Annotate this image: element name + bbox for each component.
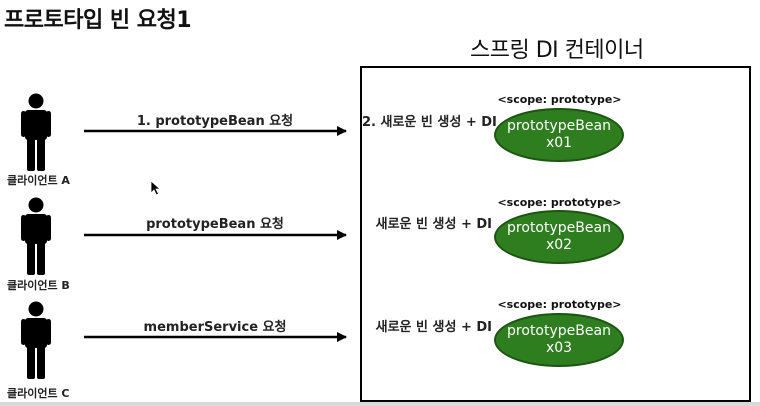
person-icon — [21, 301, 51, 379]
prototype-bean-node: prototypeBean x03 — [494, 313, 624, 367]
scope-label-a: <scope: prototype> — [497, 93, 622, 106]
bean-id: x01 — [545, 135, 573, 151]
bean-id: x02 — [545, 237, 573, 253]
container-label: 스프링 DI 컨테이너 — [470, 38, 644, 63]
prototype-bean-node: prototypeBean x02 — [494, 210, 624, 264]
bean-name: prototypeBean — [507, 118, 611, 134]
mouse-cursor-icon — [150, 180, 162, 196]
create-label-a: 2. 새로운 빈 생성 + DI — [362, 115, 497, 130]
create-label-c: 새로운 빈 생성 + DI — [375, 320, 492, 335]
person-icon — [21, 93, 51, 171]
client-label: 클라이언트 B — [7, 279, 70, 292]
bean-id: x03 — [545, 340, 573, 356]
slide-title: 프로토타입 빈 요청1 — [4, 8, 192, 33]
scope-label-c: <scope: prototype> — [497, 298, 622, 311]
request-label-c: memberService 요청 — [143, 320, 287, 335]
prototype-bean-node: prototypeBean x01 — [494, 108, 624, 162]
client-label: 클라이언트 C — [7, 387, 70, 400]
bottom-strip — [0, 402, 760, 406]
client-label: 클라이언트 A — [7, 174, 70, 187]
person-icon — [21, 197, 51, 275]
bean-name: prototypeBean — [507, 323, 611, 339]
bean-name: prototypeBean — [507, 220, 611, 236]
request-label-a: 1. prototypeBean 요청 — [136, 114, 294, 129]
create-label-b: 새로운 빈 생성 + DI — [375, 217, 492, 232]
request-label-b: prototypeBean 요청 — [146, 217, 284, 232]
container-box — [360, 66, 751, 402]
scope-label-b: <scope: prototype> — [497, 196, 622, 209]
